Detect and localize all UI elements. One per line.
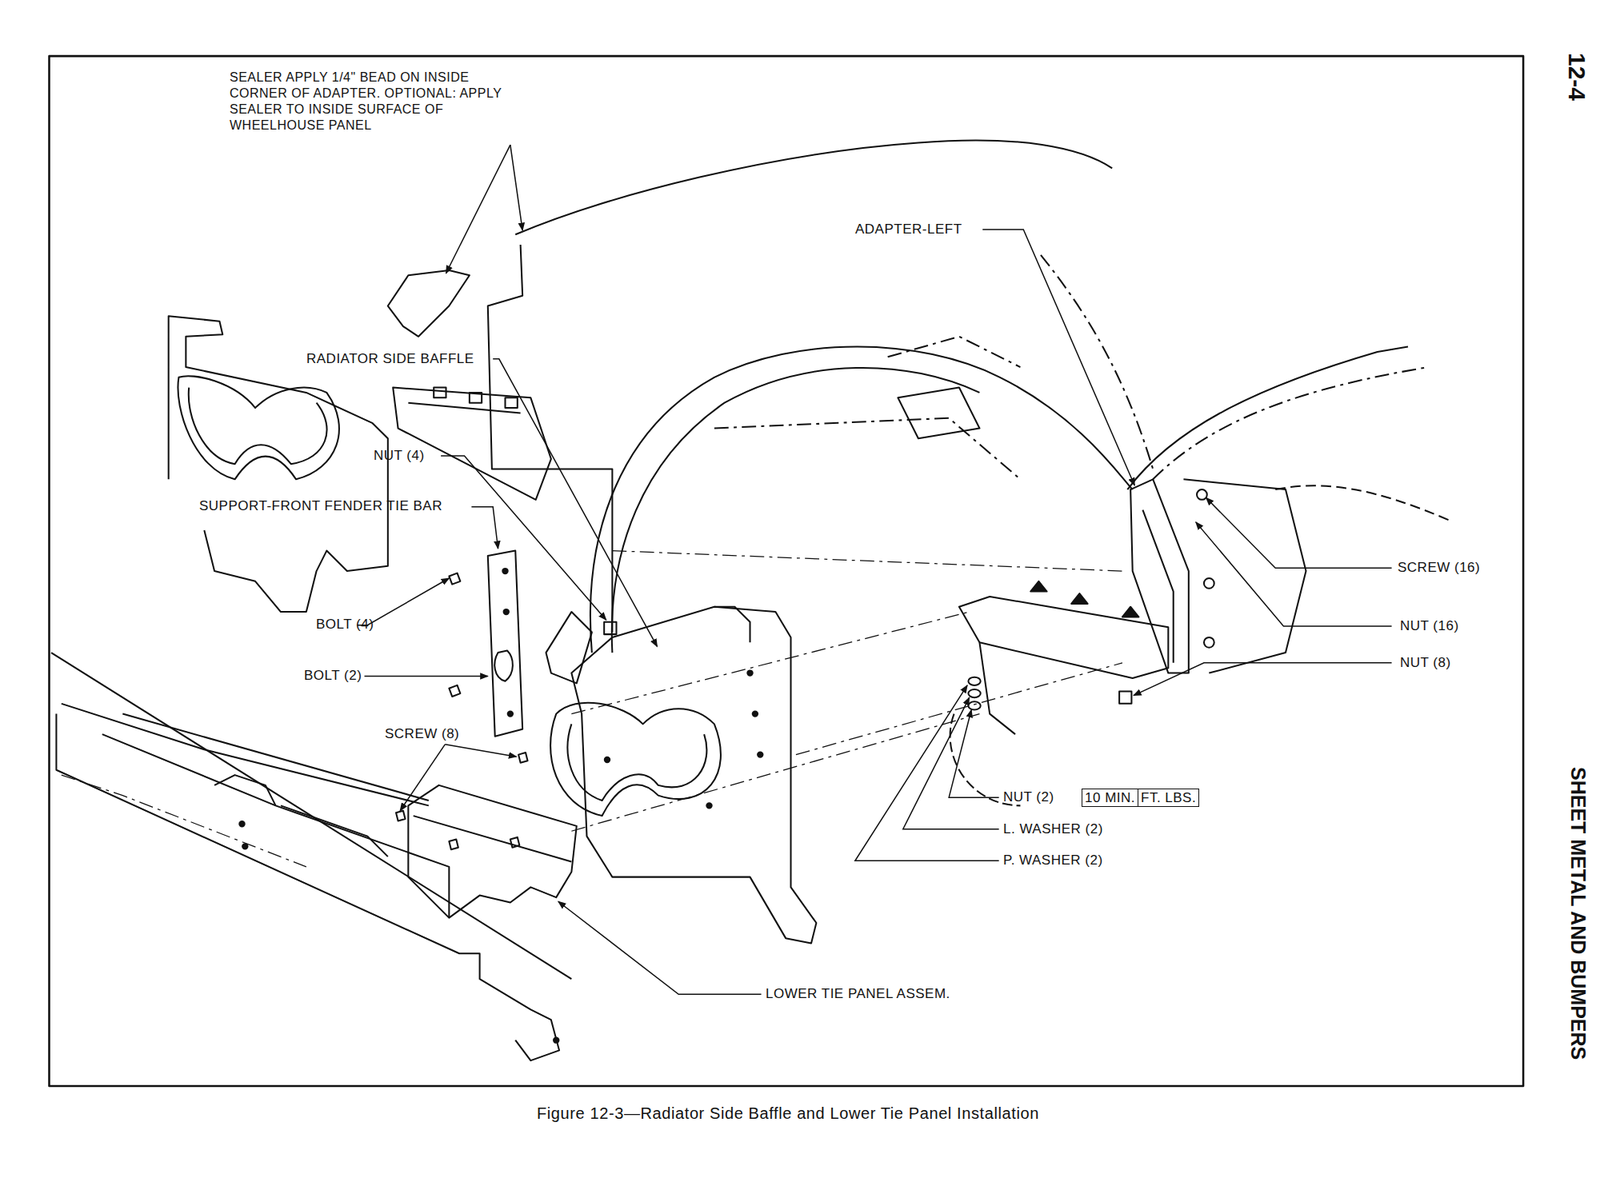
callout-label: SUPPORT-FRONT FENDER TIE BAR	[199, 497, 443, 515]
callout-label: LOWER TIE PANEL ASSEM.	[765, 985, 951, 1003]
callout-label: SCREW (8)	[384, 725, 460, 743]
callout-label: NUT (16)	[1400, 617, 1460, 635]
callout-label: SCREW (16)	[1397, 559, 1480, 576]
callout-label: NUT (8)	[1400, 654, 1452, 672]
figure-caption: Figure 12-3—Radiator Side Baffle and Low…	[536, 1104, 1040, 1124]
callout-label: L. WASHER (2)	[1003, 820, 1104, 838]
torque-spec: 10 MIN.	[1081, 788, 1139, 808]
page-header: SHEET METAL AND BUMPERS	[1566, 767, 1590, 1060]
callout-label: NUT (4)	[373, 447, 425, 464]
callout-label: ADAPTER-LEFT	[855, 220, 963, 238]
callout-label: RADIATOR SIDE BAFFLE	[306, 350, 475, 368]
callout-label: BOLT (4)	[316, 616, 374, 633]
page-header: 12-4	[1563, 52, 1591, 101]
callout-label: P. WASHER (2)	[1003, 852, 1104, 869]
torque-spec: FT. LBS.	[1137, 788, 1200, 808]
callout-label: NUT (2)	[1003, 788, 1055, 806]
callout-label: BOLT (2)	[304, 667, 362, 684]
callout-label: SEALER APPLY 1/4" BEAD ON INSIDE CORNER …	[229, 69, 530, 134]
